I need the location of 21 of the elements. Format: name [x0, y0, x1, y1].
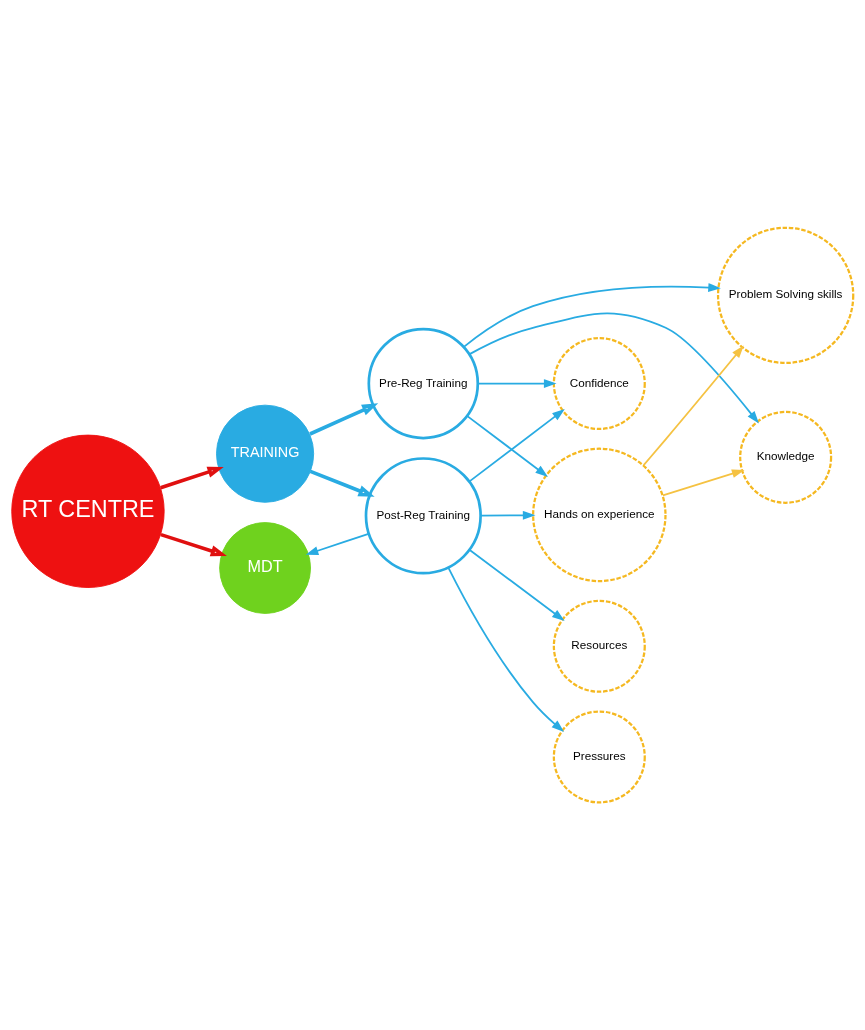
- arrow: [309, 403, 379, 436]
- node-circle: Problem Solving skills: [716, 226, 855, 365]
- arrow: [466, 415, 548, 477]
- arrow: [447, 567, 565, 733]
- arrow: [477, 379, 557, 388]
- arrow: [160, 532, 227, 557]
- arrow: [468, 312, 759, 424]
- node-circle: RT CENTRE: [11, 434, 165, 588]
- arrow: [479, 510, 536, 520]
- arrow: [309, 469, 375, 497]
- arrow: [468, 549, 565, 621]
- node-circle: TRAINING: [216, 404, 315, 503]
- arrow: [468, 409, 565, 483]
- arrow: [305, 532, 370, 555]
- arrow: [160, 466, 224, 490]
- arrow: [463, 283, 721, 348]
- node-circle: Post-Reg Training: [364, 457, 482, 575]
- arrow: [662, 469, 745, 497]
- arrow: [642, 345, 744, 466]
- node-circle: MDT: [219, 522, 311, 614]
- node-circle: Pre-Reg Training: [367, 327, 480, 440]
